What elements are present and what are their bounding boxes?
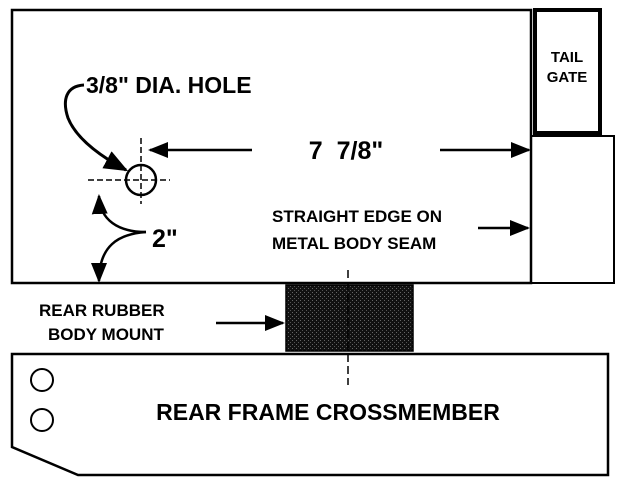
crossmember-hole-top	[30, 368, 54, 392]
hole-leader-line	[63, 83, 129, 172]
tailgate-box	[533, 8, 602, 135]
tailgate-label-line2: GATE	[547, 69, 588, 86]
height-dimension-label: 2"	[152, 225, 178, 253]
mount-label-line2: BODY MOUNT	[48, 325, 164, 344]
hole-label: 3/8" DIA. HOLE	[86, 72, 252, 98]
mount-label-line1: REAR RUBBER	[39, 301, 165, 320]
straight-edge-label-line2: METAL BODY SEAM	[272, 234, 436, 253]
tailgate-label-line1: TAIL	[551, 49, 583, 66]
straight-edge-label-line1: STRAIGHT EDGE ON	[272, 207, 442, 226]
crossmember-hole-bottom	[30, 408, 54, 432]
crossmember-label: REAR FRAME CROSSMEMBER	[156, 399, 500, 425]
width-dimension-label: 7 7/8"	[309, 137, 383, 165]
truck-body-outline	[10, 8, 533, 285]
rear-frame-crossmember	[10, 352, 610, 477]
body-rear-extension	[531, 135, 615, 284]
height-dimension-arrow-down	[91, 230, 147, 283]
height-dimension-arrow-up	[91, 194, 147, 234]
rubber-body-mount	[285, 284, 414, 352]
